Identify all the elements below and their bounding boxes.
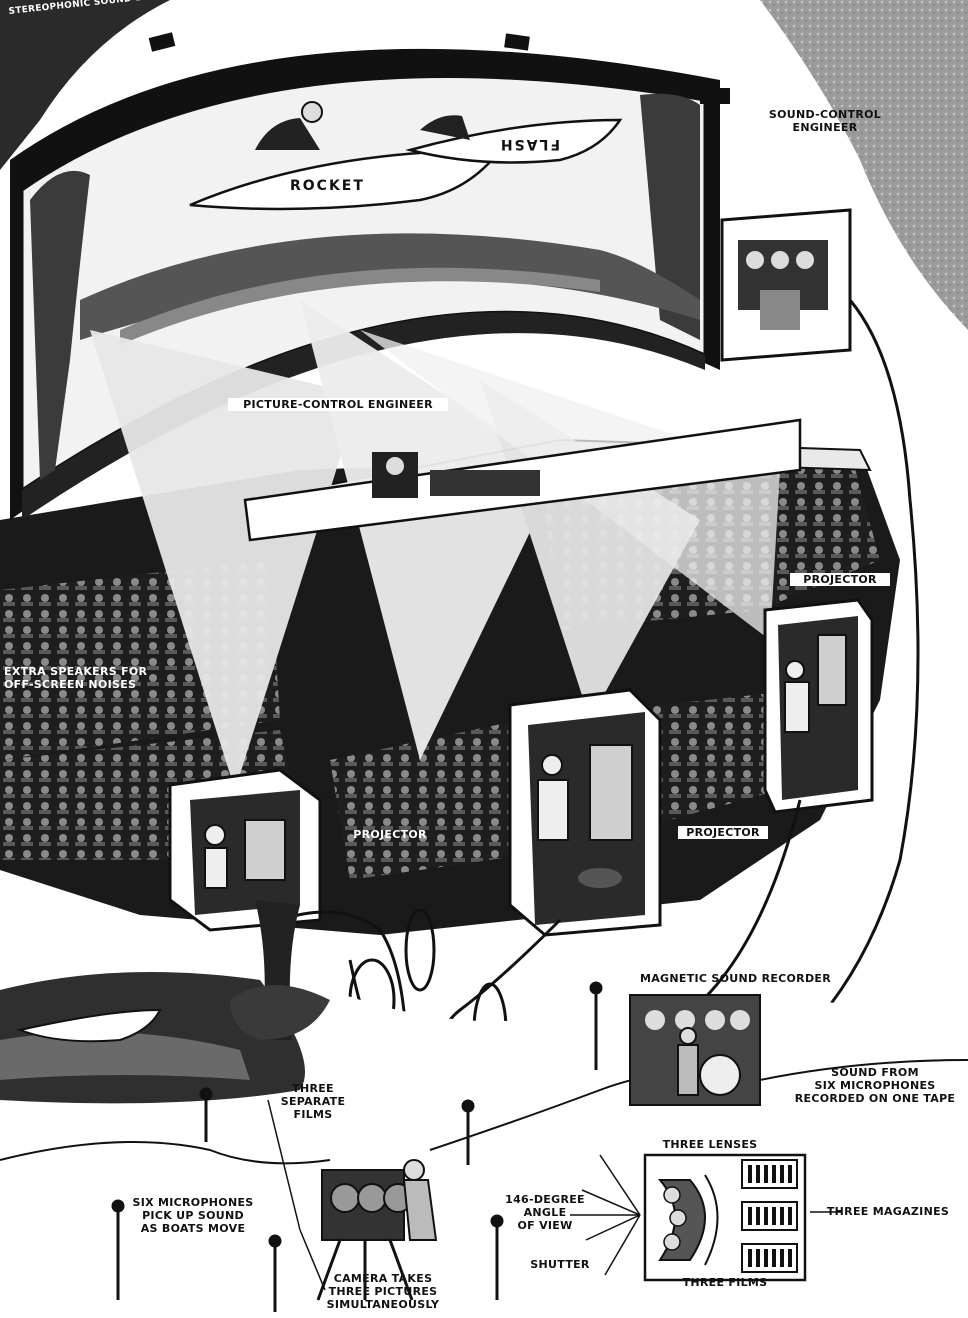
- svg-text:ROCKET: ROCKET: [290, 178, 365, 194]
- projection-booth-left: [168, 768, 322, 932]
- label-projector-center: PROJECTOR: [678, 826, 768, 839]
- projection-booth-right: [763, 598, 874, 814]
- label-extra-speakers: EXTRA SPEAKERS FOR OFF-SCREEN NOISES: [4, 665, 148, 691]
- label-projector-right: PROJECTOR: [790, 573, 890, 586]
- picture-control-booth: [243, 418, 802, 542]
- label-shutter: SHUTTER: [530, 1258, 590, 1271]
- screen-boat-flash: FLASH: [405, 115, 623, 164]
- sound-control-booth: [720, 208, 852, 362]
- label-projector-left: PROJECTOR: [353, 828, 427, 841]
- label-six-microphones: SIX MICROPHONES PICK UP SOUND AS BOATS M…: [132, 1196, 254, 1235]
- cinerama-camera: [316, 1159, 438, 1301]
- label-146-degree-angle-of-view: 146-DEGREE ANGLE OF VIEW: [505, 1193, 585, 1232]
- lens-diagram: [570, 1153, 807, 1282]
- label-three-films: THREE FILMS: [682, 1276, 768, 1289]
- filming-scene: [0, 900, 968, 1318]
- label-sound-control-engineer: SOUND-CONTROL ENGINEER: [768, 108, 882, 134]
- label-sound-from-six-microphones: SOUND FROM SIX MICROPHONES RECORDED ON O…: [794, 1066, 956, 1105]
- magnetic-sound-recorder: [629, 994, 761, 1106]
- label-three-magazines: THREE MAGAZINES: [826, 1205, 950, 1218]
- label-camera-takes-three-pictures: CAMERA TAKES THREE PICTURES SIMULTANEOUS…: [326, 1272, 440, 1311]
- label-three-separate-films: THREE SEPARATE FILMS: [280, 1082, 346, 1121]
- label-magnetic-sound-recorder: MAGNETIC SOUND RECORDER: [640, 972, 831, 985]
- screen-boat-rocket: ROCKET: [189, 101, 503, 211]
- label-three-lenses: THREE LENSES: [662, 1138, 758, 1151]
- label-picture-control-engineer: PICTURE-CONTROL ENGINEER: [228, 398, 448, 411]
- projection-booth-center: [508, 688, 662, 937]
- svg-text:FLASH: FLASH: [499, 136, 560, 152]
